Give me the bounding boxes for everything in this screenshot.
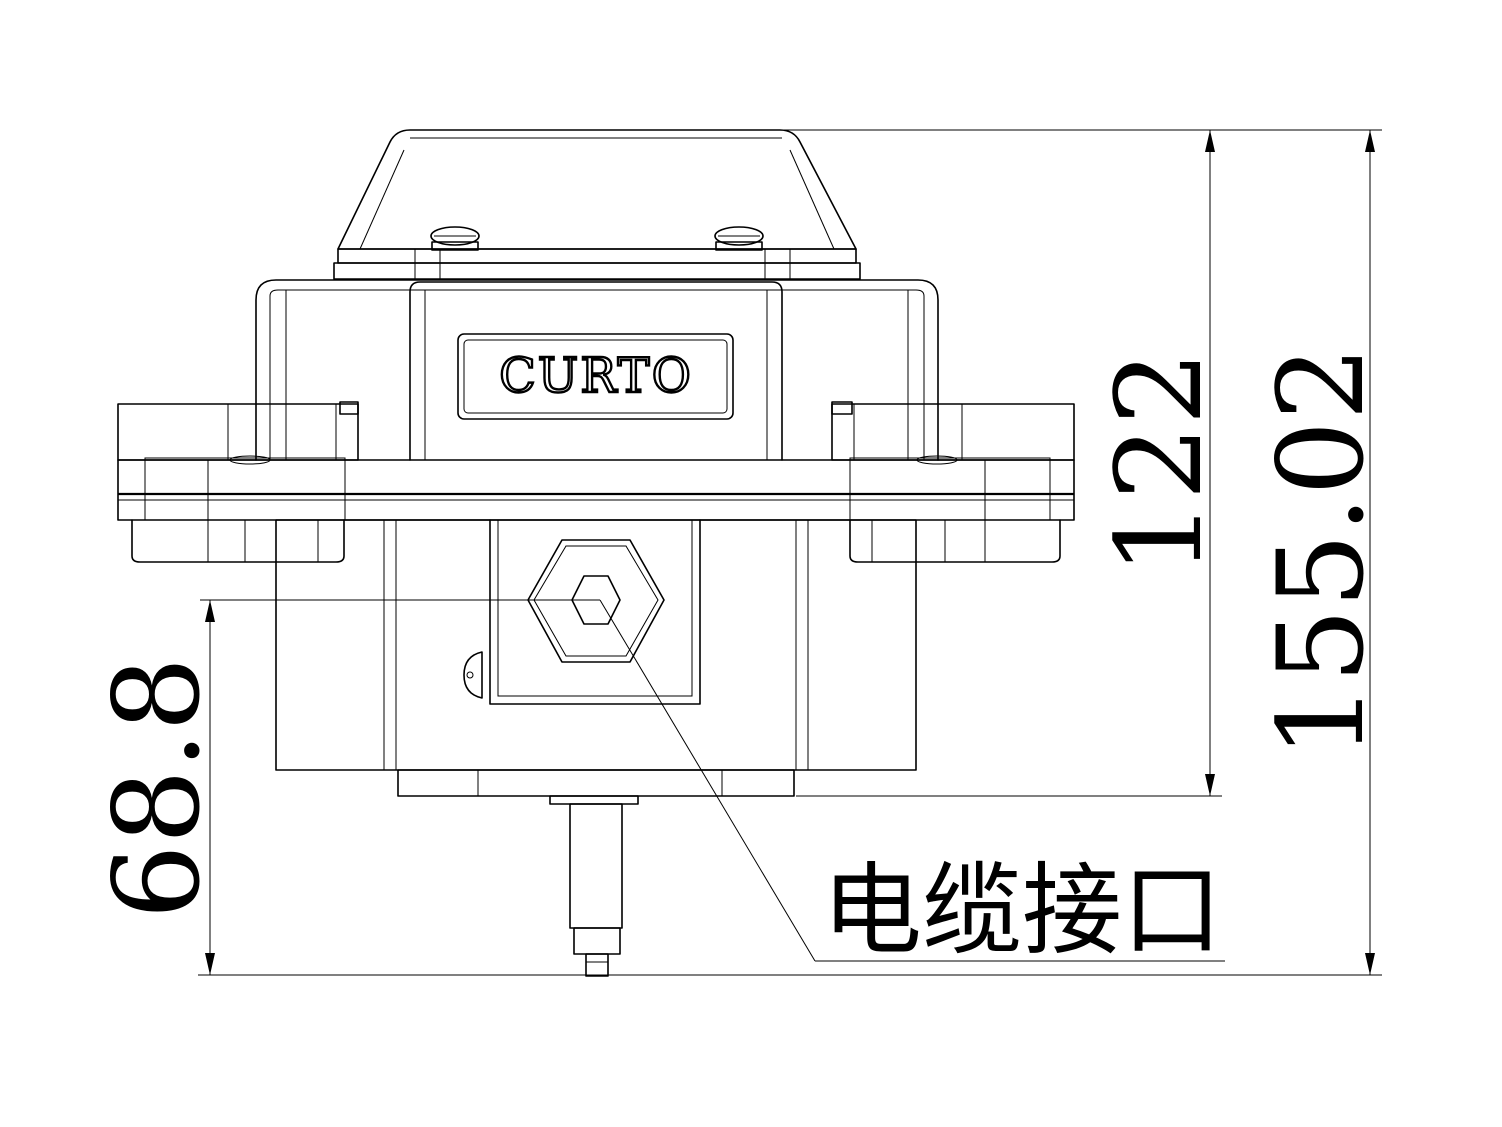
right-mounting-lug — [831, 401, 1075, 461]
dimension-68-8: 68.8 — [88, 600, 226, 975]
dimension-122: 122 — [1090, 130, 1228, 796]
brand-logo-text: CURTO — [499, 348, 693, 404]
dimension-155-02: 155.02 — [1252, 130, 1390, 975]
drive-shaft — [549, 795, 639, 977]
cable-gland — [527, 539, 665, 663]
flange-feet — [131, 519, 1061, 563]
cap-screw-right — [714, 226, 764, 251]
upper-housing — [255, 279, 939, 461]
cable-port-callout-label: 电缆接口 — [822, 852, 1222, 969]
dimension-122-label: 122 — [1090, 350, 1228, 575]
cap-screw-left — [430, 226, 480, 251]
dimension-68-8-label: 68.8 — [88, 657, 226, 920]
flange-plate — [117, 455, 1075, 521]
dimension-155-02-label: 155.02 — [1252, 346, 1390, 759]
brand-plate: CURTO — [457, 333, 734, 420]
bottom-collar — [397, 769, 795, 797]
cap-base-band — [333, 248, 861, 280]
dome-cap — [337, 129, 857, 250]
lower-body — [275, 519, 917, 771]
side-knob — [463, 651, 483, 699]
cable-port-callout: 电缆接口 — [599, 599, 1225, 969]
left-mounting-lug — [117, 401, 359, 461]
extension-lines — [198, 129, 1382, 976]
